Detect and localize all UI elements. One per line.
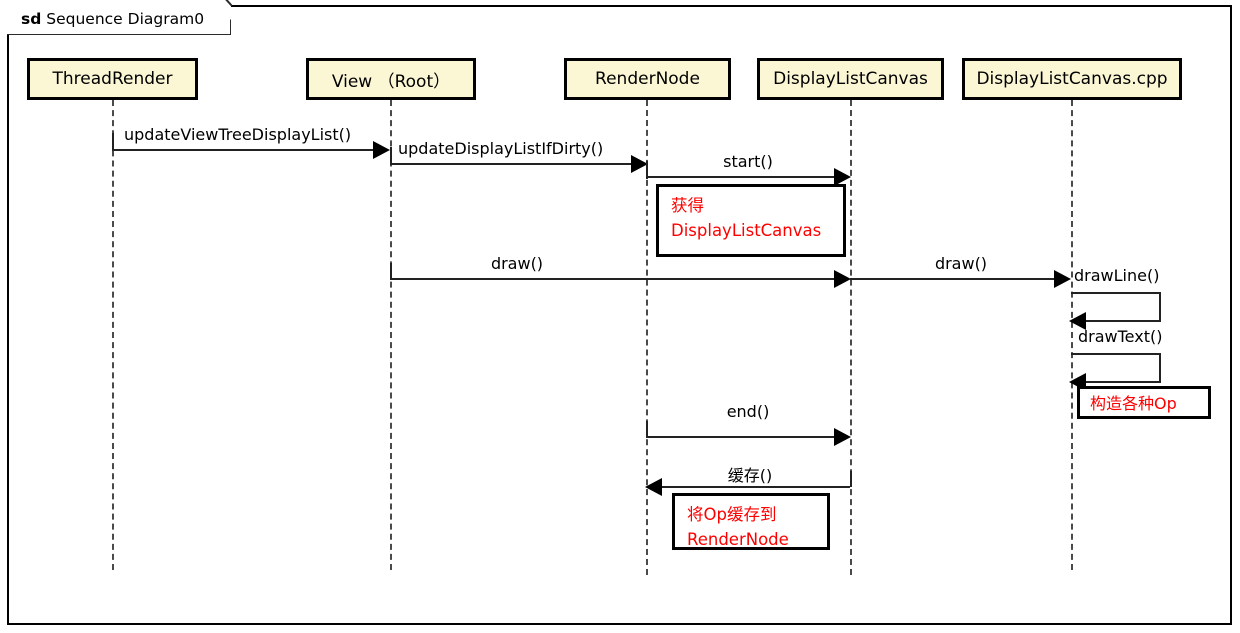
- lifeline-displaylistcanvas-cpp: [1071, 100, 1073, 570]
- participant-label: DisplayListCanvas: [773, 69, 928, 89]
- sd-keyword: sd: [21, 10, 42, 28]
- sd-frame-label: sd Sequence Diagram0: [7, 0, 233, 35]
- message-m4-label: draw(): [490, 254, 544, 273]
- message-m8-arrowhead: [834, 428, 851, 446]
- message-m3-label: start(): [723, 152, 773, 171]
- participant-displaylistcanvas[interactable]: DisplayListCanvas: [757, 58, 944, 100]
- message-m9-origin-stub: [850, 471, 852, 487]
- message-m3-arrowhead: [834, 168, 851, 186]
- message-m6-loop-bottom: [1085, 320, 1161, 322]
- lifeline-rendernode: [646, 100, 648, 575]
- message-m2-origin-stub: [390, 147, 392, 164]
- message-m4-origin-stub: [390, 263, 392, 279]
- message-m1-label: updateViewTreeDisplayList(): [124, 125, 352, 144]
- message-m7-label: drawText(): [1078, 327, 1163, 346]
- note-acquire-displaylistcanvas: 获得 DisplayListCanvas: [656, 184, 846, 257]
- participant-label: DisplayListCanvas.cpp: [976, 69, 1168, 89]
- lifeline-threadrender: [112, 100, 114, 570]
- lifeline-view-root: [390, 100, 392, 570]
- message-m6-label: drawLine(): [1074, 266, 1160, 285]
- message-m8-label: end(): [726, 402, 770, 421]
- note-construct-ops: 构造各种Op: [1077, 386, 1211, 419]
- message-m1-arrowhead: [373, 141, 390, 159]
- participant-threadrender[interactable]: ThreadRender: [27, 58, 198, 100]
- participant-label: View （Root）: [331, 71, 451, 92]
- frame-corner-clip: [215, 4, 232, 20]
- message-m3-origin-stub: [646, 161, 648, 177]
- participant-label: ThreadRender: [52, 69, 173, 89]
- note-cache-op-to-rendernode: 将Op缓存到 RenderNode: [672, 493, 830, 550]
- message-m9-arrowhead: [645, 478, 662, 496]
- message-m5-label: draw(): [934, 254, 988, 273]
- message-m8-line[interactable]: [646, 436, 840, 438]
- message-m9-label: 缓存(): [727, 466, 773, 485]
- message-m7-loop-bottom: [1085, 381, 1161, 383]
- message-m9-line[interactable]: [660, 486, 850, 488]
- sd-title: Sequence Diagram0: [46, 10, 205, 28]
- sd-frame: [7, 5, 1232, 625]
- message-m4-arrowhead: [834, 270, 851, 288]
- message-m2-arrowhead: [631, 155, 648, 173]
- message-m1-line[interactable]: [112, 149, 377, 151]
- message-m7-loop-top[interactable]: [1071, 353, 1161, 355]
- message-m5-arrowhead: [1054, 270, 1071, 288]
- participant-label: RenderNode: [595, 69, 700, 89]
- lifeline-displaylistcanvas: [850, 100, 852, 575]
- message-m6-loop-side: [1159, 292, 1161, 321]
- message-m7-loop-side: [1159, 353, 1161, 382]
- message-m5-line[interactable]: [850, 278, 1054, 280]
- message-m8-origin-stub: [646, 421, 648, 437]
- message-m2-label: updateDisplayListIfDirty(): [398, 139, 604, 158]
- message-m2-line[interactable]: [390, 163, 635, 165]
- message-m3-line[interactable]: [646, 176, 840, 178]
- message-m4-line[interactable]: [390, 278, 840, 280]
- participant-displaylistcanvas-cpp[interactable]: DisplayListCanvas.cpp: [962, 58, 1182, 100]
- message-m6-loop-top[interactable]: [1071, 292, 1161, 294]
- message-m6-arrowhead: [1069, 312, 1086, 330]
- participant-rendernode[interactable]: RenderNode: [564, 58, 731, 100]
- participant-view-root[interactable]: View （Root）: [306, 58, 476, 100]
- message-m1-origin-stub: [112, 133, 114, 150]
